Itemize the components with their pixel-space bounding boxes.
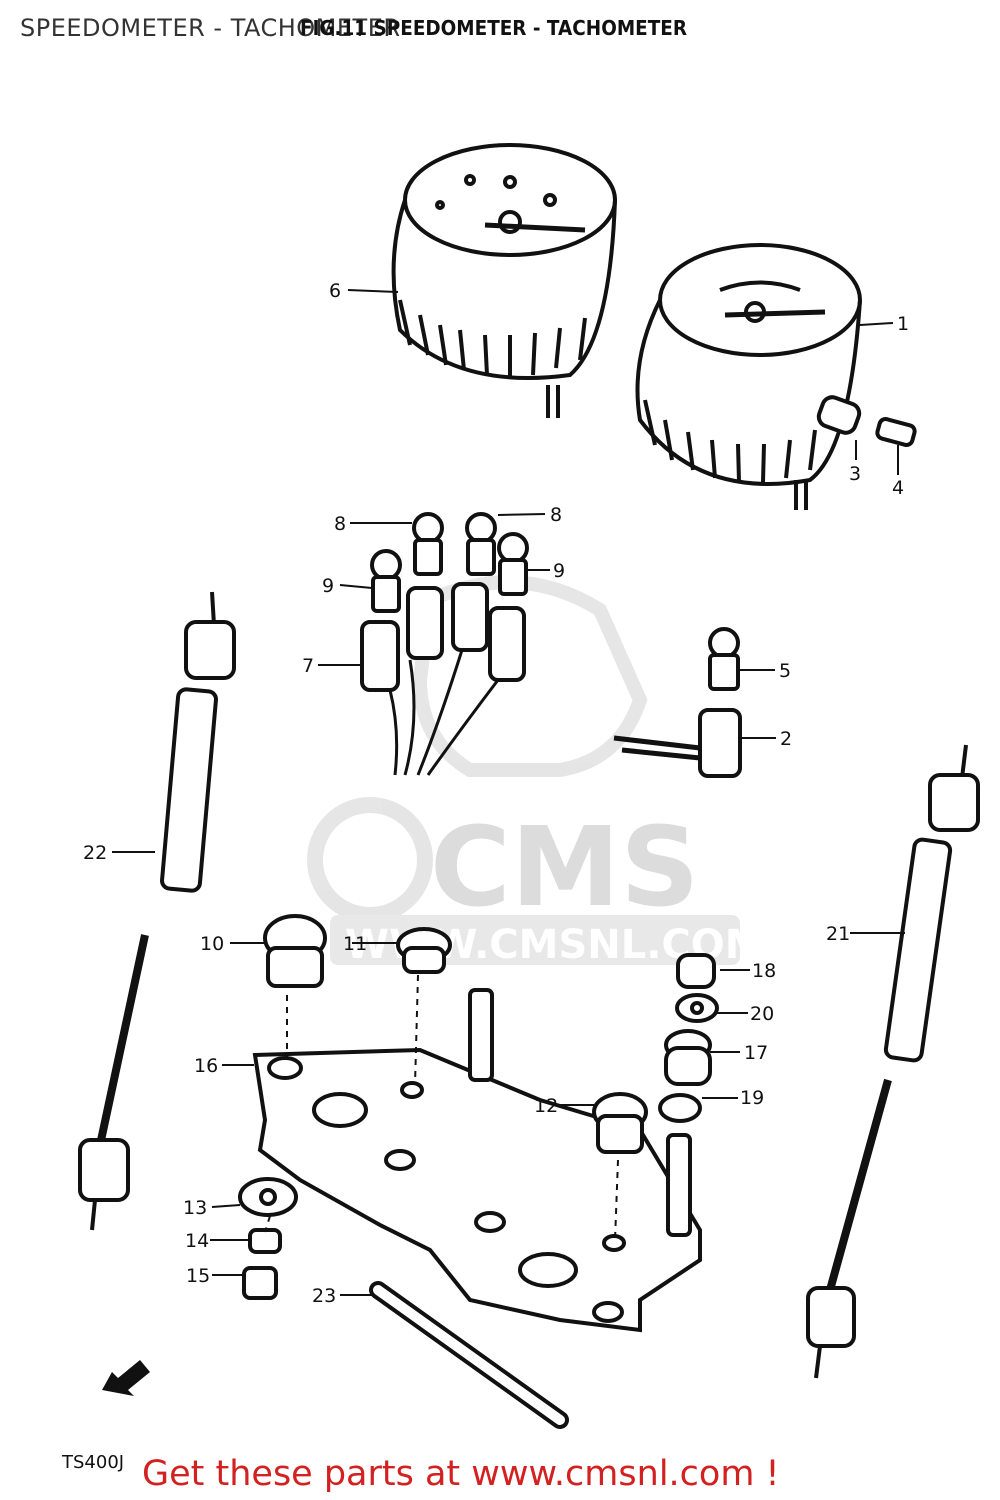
part-label-5: 5 — [779, 660, 791, 682]
part-label-19: 19 — [740, 1087, 764, 1109]
part-label-20: 20 — [750, 1003, 774, 1025]
part-label-2: 2 — [780, 728, 792, 750]
part-label-7: 7 — [302, 655, 314, 677]
part-number-labels: 6 1 3 4 8 8 9 9 7 5 2 22 21 10 11 18 20 … — [83, 280, 909, 1307]
part-label-16: 16 — [194, 1055, 218, 1077]
part-label-23: 23 — [312, 1285, 336, 1307]
part-label-10: 10 — [200, 933, 224, 955]
part-label-9-left: 9 — [322, 575, 334, 597]
indicator-bulbs — [370, 512, 529, 613]
part-label-1: 1 — [897, 313, 909, 335]
mounting-hardware — [238, 914, 719, 1429]
tachometer-gauge — [635, 243, 917, 510]
watermark-brand: CMS — [430, 803, 699, 931]
part-label-3: 3 — [849, 463, 861, 485]
alignment-lines — [264, 974, 619, 1241]
part-label-17: 17 — [744, 1042, 768, 1064]
meter-bracket — [252, 988, 702, 1333]
speedometer-gauge — [391, 143, 617, 418]
part-label-9-right: 9 — [553, 560, 565, 582]
single-bulb-socket — [613, 627, 742, 778]
part-label-13: 13 — [183, 1197, 207, 1219]
part-label-12: 12 — [534, 1095, 558, 1117]
leader-lines — [112, 289, 905, 1296]
part-label-8-left: 8 — [334, 513, 346, 535]
front-direction-arrow-icon — [102, 1360, 150, 1396]
part-label-14: 14 — [185, 1230, 209, 1252]
part-label-6: 6 — [329, 280, 341, 302]
model-code: TS400J — [62, 1452, 125, 1473]
watermark-logo-icon — [307, 797, 433, 923]
part-label-4: 4 — [892, 477, 904, 499]
part-label-11: 11 — [343, 933, 367, 955]
tachometer-cable — [806, 744, 980, 1379]
bulb-socket-harness — [360, 582, 526, 776]
footer-link-text[interactable]: Get these parts at www.cmsnl.com ! — [142, 1454, 780, 1494]
part-label-8-right: 8 — [550, 504, 562, 526]
page-title: SPEEDOMETER - TACHOMETER — [20, 14, 401, 42]
speedometer-cable — [78, 591, 236, 1231]
part-label-21: 21 — [826, 923, 850, 945]
part-label-22: 22 — [83, 842, 107, 864]
part-label-15: 15 — [186, 1265, 210, 1287]
part-label-18: 18 — [752, 960, 776, 982]
figure-title: FIG.11 SPEEDOMETER - TACHOMETER — [300, 16, 688, 40]
